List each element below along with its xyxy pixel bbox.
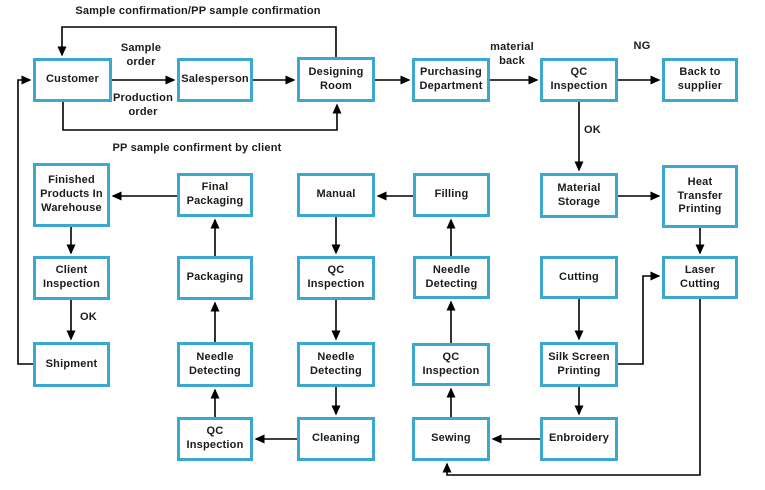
- node-manual-label: Manual: [316, 188, 356, 201]
- node-final-packaging: Final Packaging: [177, 173, 253, 217]
- node-laser-cutting: Laser Cutting: [662, 256, 738, 299]
- node-client-inspection: Client Inspection: [33, 256, 110, 300]
- node-needle-detecting-cleaning-label: Needle Detecting: [310, 350, 362, 377]
- node-enbroidery: Enbroidery: [540, 417, 618, 461]
- node-needle-detecting-packing-label: Needle Detecting: [189, 350, 241, 377]
- node-needle-detecting-cleaning: Needle Detecting: [297, 342, 375, 387]
- node-qc-inspection-materials-label: QC Inspection: [550, 66, 608, 92]
- node-needle-detecting-packing: Needle Detecting: [177, 342, 253, 387]
- node-needle-detecting-filling-label: Needle Detecting: [425, 263, 478, 290]
- node-qc-inspection-materials: QC Inspection: [540, 58, 618, 102]
- node-cleaning: Cleaning: [297, 417, 375, 461]
- node-manual: Manual: [297, 173, 375, 217]
- node-material-storage: Material Storage: [540, 173, 618, 218]
- node-cutting: Cutting: [540, 256, 618, 299]
- node-finished-products-label: Finished Products In Warehouse: [40, 174, 103, 214]
- node-final-packaging-label: Final Packaging: [186, 181, 244, 207]
- node-qc-inspection-manual-label: QC Inspection: [307, 264, 365, 290]
- edge-laser-cutting-to-sewing: [442, 299, 701, 476]
- annotation-ok-material: OK: [584, 124, 601, 136]
- node-customer: Customer: [33, 58, 112, 102]
- annotation-pp-client: PP sample confirment by client: [112, 142, 282, 154]
- node-shipment: Shipment: [33, 342, 110, 387]
- edge-shipment-to-customer: [17, 75, 33, 365]
- node-client-inspection-label: Client Inspection: [42, 264, 100, 290]
- node-heat-transfer-printing-label: Heat Transfer Printing: [677, 175, 723, 216]
- annotation-ng: NG: [633, 40, 651, 52]
- node-heat-transfer-printing: Heat Transfer Printing: [662, 165, 738, 228]
- node-qc-inspection-sewing: QC Inspection: [412, 343, 490, 386]
- node-purchasing-department-label: Purchasing Department: [419, 66, 483, 92]
- node-designing-room-label: Designing Room: [308, 65, 364, 92]
- node-cleaning-label: Cleaning: [311, 432, 361, 445]
- node-designing-room: Designing Room: [297, 57, 375, 102]
- node-needle-detecting-filling: Needle Detecting: [413, 256, 490, 299]
- annotation-ok-shipment: OK: [80, 311, 97, 323]
- annotation-material-back: material back: [490, 41, 534, 68]
- node-silk-screen-printing: Silk Screen Printing: [540, 342, 618, 387]
- node-material-storage-label: Material Storage: [557, 181, 601, 208]
- node-qc-inspection-packing: QC Inspection: [177, 417, 253, 461]
- node-qc-inspection-packing-label: QC Inspection: [186, 425, 244, 451]
- node-finished-products-in-warehouse: Finished Products In Warehouse: [33, 163, 110, 227]
- annotation-sample-order: Sample order: [120, 42, 162, 69]
- annotation-top-feedback: Sample confirmation/PP sample confirmati…: [75, 5, 321, 17]
- node-qc-inspection-manual: QC Inspection: [297, 256, 375, 300]
- edge-customer-to-designing-room-bottom: [62, 100, 342, 131]
- node-sewing-label: Sewing: [431, 432, 471, 445]
- annotation-production-order: Production order: [112, 92, 174, 119]
- node-salesperson-label: Salesperson: [181, 73, 249, 86]
- node-salesperson: Salesperson: [177, 58, 253, 102]
- edge-silk-screen-to-laser-cutting: [618, 271, 661, 365]
- node-shipment-label: Shipment: [45, 357, 98, 370]
- node-laser-cutting-label: Laser Cutting: [680, 263, 720, 290]
- node-filling-label: Filling: [434, 188, 469, 201]
- node-customer-label: Customer: [46, 73, 99, 86]
- node-qc-inspection-sewing-label: QC Inspection: [422, 350, 480, 377]
- node-silk-screen-printing-label: Silk Screen Printing: [548, 350, 610, 377]
- node-back-to-supplier: Back to supplier: [662, 58, 738, 102]
- node-back-to-supplier-label: Back to supplier: [677, 66, 723, 92]
- node-enbroidery-label: Enbroidery: [548, 432, 610, 445]
- node-packaging-label: Packaging: [186, 271, 244, 284]
- node-packaging: Packaging: [177, 256, 253, 300]
- node-sewing: Sewing: [412, 417, 490, 461]
- node-filling: Filling: [413, 173, 490, 217]
- node-purchasing-department: Purchasing Department: [412, 58, 490, 102]
- node-cutting-label: Cutting: [559, 270, 599, 283]
- edge-designing-room-to-customer-top: [57, 26, 337, 57]
